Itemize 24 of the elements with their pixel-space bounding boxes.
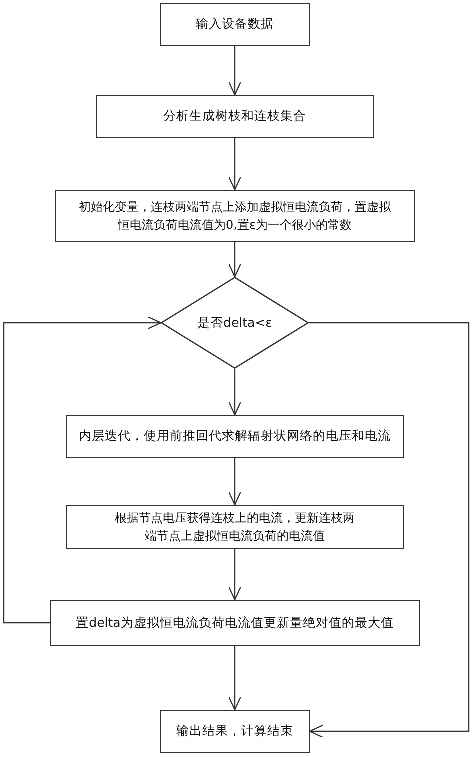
process-box bbox=[66, 505, 404, 549]
node-text: 内层迭代，使用前推回代求解辐射状网络的电压和电流 bbox=[79, 427, 391, 446]
process-box bbox=[55, 190, 415, 242]
arrow bbox=[228, 369, 242, 416]
node-text: 输出结果，计算结束 bbox=[176, 722, 294, 740]
arrow bbox=[228, 549, 242, 601]
node-text: 分析生成树枝和连枝集合 bbox=[164, 107, 306, 126]
node-text: 初始化变量，连枝两端节点上添加虚拟恒电流负荷，置虚拟恒电流负荷电流值为0,置ε为一个很小的常数 bbox=[78, 199, 392, 234]
node-text: 根据节点电压获得连枝上的电流，更新连枝两端节点上虚拟恒电流负荷的电流值 bbox=[114, 510, 356, 545]
arrow bbox=[228, 458, 242, 506]
arrow bbox=[228, 242, 242, 278]
node-text: 输入设备数据 bbox=[196, 15, 274, 34]
arrow bbox=[228, 646, 242, 711]
node-text: 是否delta<ε bbox=[198, 314, 272, 332]
arrow bbox=[228, 138, 242, 191]
process-box bbox=[160, 710, 310, 753]
arrow bbox=[309, 322, 470, 738]
process-box bbox=[66, 415, 404, 458]
process-box bbox=[160, 3, 310, 46]
node-text: 置delta为虚拟恒电流负荷电流值更新量绝对值的最大值 bbox=[76, 614, 394, 632]
arrow bbox=[3, 316, 162, 624]
process-box bbox=[50, 600, 420, 646]
process-box bbox=[96, 95, 374, 138]
arrow bbox=[228, 46, 242, 96]
